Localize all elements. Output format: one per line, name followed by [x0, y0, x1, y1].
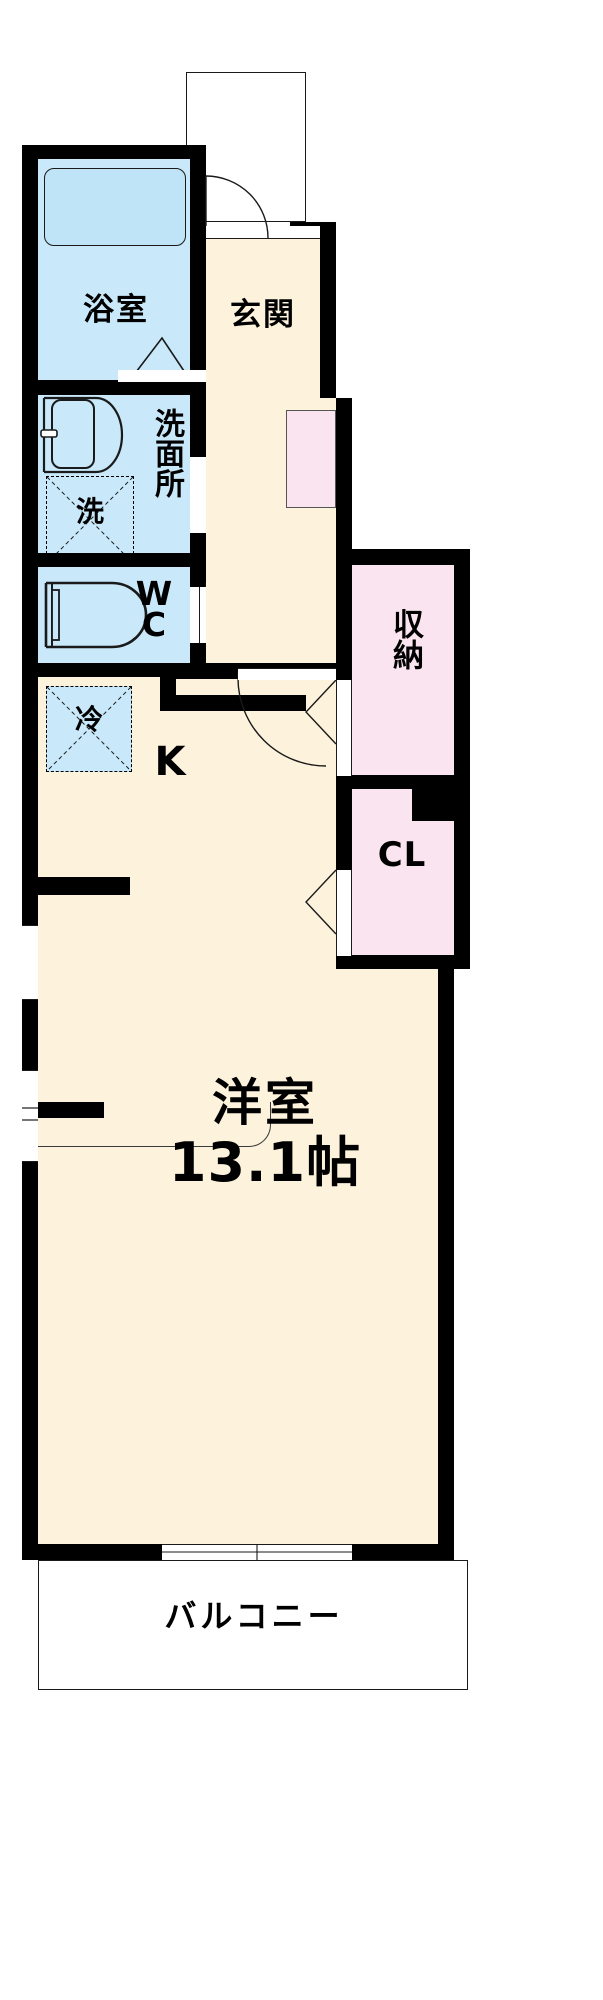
bathroom-door-sill: [118, 370, 208, 382]
wall-kitchen-left: [22, 677, 38, 887]
bathroom-label: 浴室: [62, 294, 170, 327]
wall-toilet-left: [22, 567, 38, 677]
wall-stub-kitchen-lower: [38, 877, 130, 895]
wall-bathroom-right: [190, 145, 206, 395]
storage-door-opening: [336, 680, 352, 776]
wall-washroom-left: [22, 395, 38, 565]
toilet-door-opening: [190, 587, 200, 643]
wall-kitchen-stub-vert2: [160, 695, 306, 711]
wall-washroom-bottom: [22, 553, 206, 567]
washroom-door-opening: [190, 457, 199, 533]
wall-mainroom-left-b: [22, 1160, 38, 1560]
mainroom-label-size: 13.1帖: [150, 1135, 380, 1190]
kitchen-label-text: K: [140, 742, 200, 783]
mainroom-window-left-upper: [22, 925, 38, 1000]
closet-label-text: CL: [366, 838, 438, 873]
storage-floor: [350, 565, 454, 775]
refrigerator-label: 冷: [46, 705, 132, 735]
washing-machine-label: 洗: [46, 497, 134, 527]
wall-stub-counter: [38, 1102, 104, 1118]
mainroom-floor: [38, 877, 438, 1557]
wall-closet-bottom: [336, 955, 470, 969]
washing-machine-label-text: 洗: [46, 497, 134, 527]
toilet-label-line2: C: [124, 607, 184, 642]
closet-door-opening: [336, 870, 352, 956]
bathroom-label-text: 浴室: [62, 294, 170, 327]
wall-bathroom-top: [22, 145, 206, 159]
mainroom-label-name: 洋室: [150, 1078, 380, 1130]
toilet-label-line1: W: [124, 577, 184, 611]
toilet-label: W C: [124, 577, 184, 641]
refrigerator-label-text: 冷: [46, 705, 132, 735]
washroom-label-text: 洗面所: [149, 408, 184, 498]
washroom-label: 洗面所: [142, 408, 184, 498]
mainroom-door-sill: [238, 668, 336, 680]
wall-mainroom-left-window1: [22, 998, 38, 1070]
wall-mainroom-left-a: [22, 877, 38, 925]
wall-bathroom-bottom: [22, 380, 206, 395]
balcony-label-text: バルコニー: [106, 1600, 402, 1633]
wall-toilet-right: [190, 567, 206, 587]
wall-storage-bottom: [336, 775, 470, 789]
wall-storage-top: [336, 549, 470, 565]
wall-mainroom-right: [438, 955, 454, 1560]
closet-label: CL: [366, 838, 438, 873]
entrance-label: 玄関: [210, 299, 316, 332]
wall-washroom-right: [190, 395, 206, 457]
storage-label-text: 収納: [387, 608, 423, 670]
mainroom-window-left-lower: [22, 1070, 38, 1162]
kitchen-label: K: [140, 742, 200, 783]
wall-storage-right: [454, 549, 470, 789]
wall-bathroom-left: [22, 145, 38, 395]
wall-entrance-right: [320, 222, 336, 398]
mainroom-label: 洋室 13.1帖: [150, 1078, 380, 1191]
entrance-label-text: 玄関: [210, 299, 316, 332]
wall-closet-right: [454, 789, 470, 969]
closet-floor-notch: [350, 789, 412, 821]
storage-label: 収納: [382, 608, 423, 670]
entrance-door-sill: [206, 226, 320, 239]
balcony-label: バルコニー: [106, 1600, 402, 1633]
entrance-shoebox: [286, 410, 336, 508]
bathtub-fixture: [44, 168, 186, 246]
